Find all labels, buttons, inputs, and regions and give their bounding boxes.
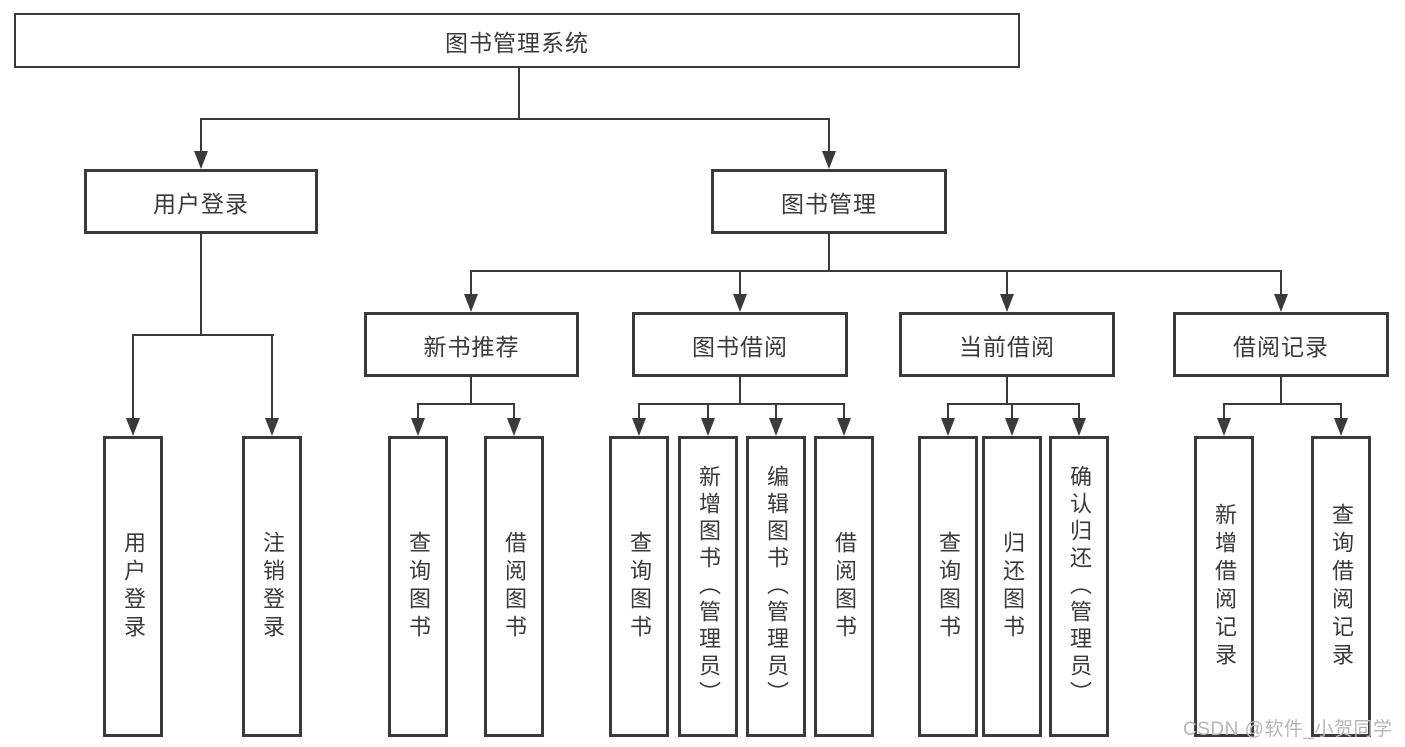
node-book-borrowing: 图书借阅 bbox=[632, 312, 848, 377]
connector bbox=[271, 334, 273, 426]
connector bbox=[1006, 376, 1008, 405]
node-borrowing-records-label: 借阅记录 bbox=[1233, 333, 1329, 360]
leaf-newbook-query-books-label: 查询图书 bbox=[406, 530, 431, 643]
connector bbox=[707, 403, 709, 426]
leaf-newbook-borrow-books: 借阅图书 bbox=[484, 436, 544, 737]
connector bbox=[417, 403, 419, 426]
node-book-management: 图书管理 bbox=[711, 169, 947, 234]
leaf-logout: 注销登录 bbox=[242, 436, 302, 737]
connector bbox=[843, 403, 845, 426]
leaf-user-login: 用户登录 bbox=[103, 436, 163, 737]
arrow-down-icon bbox=[701, 418, 715, 436]
arrow-down-icon bbox=[837, 418, 851, 436]
arrow-down-icon bbox=[1005, 418, 1019, 436]
arrow-down-icon bbox=[822, 151, 836, 169]
node-borrowing-records: 借阅记录 bbox=[1173, 312, 1389, 377]
connector bbox=[133, 334, 274, 336]
connector bbox=[471, 270, 1282, 272]
connector bbox=[200, 118, 202, 157]
leaf-records-add-record: 新增借阅记录 bbox=[1194, 436, 1254, 737]
connector bbox=[638, 403, 640, 426]
connector bbox=[947, 403, 949, 426]
leaf-user-login-label: 用户登录 bbox=[121, 530, 146, 643]
csdn-watermark: CSDN @软件_小贺同学 bbox=[1183, 719, 1393, 740]
leaf-records-query-record-label: 查询借阅记录 bbox=[1329, 502, 1354, 671]
node-book-management-label: 图书管理 bbox=[781, 190, 877, 217]
connector bbox=[518, 67, 520, 119]
connector bbox=[828, 118, 830, 157]
leaf-borrow-query-books: 查询图书 bbox=[609, 436, 669, 737]
connector bbox=[1011, 403, 1013, 426]
connector bbox=[639, 403, 845, 405]
node-current-borrowing: 当前借阅 bbox=[899, 312, 1115, 377]
connector bbox=[1340, 403, 1342, 426]
arrow-down-icon bbox=[1000, 294, 1014, 312]
connector bbox=[948, 403, 1080, 405]
leaf-current-return-books-label: 归还图书 bbox=[1000, 530, 1025, 643]
node-new-book-recommend: 新书推荐 bbox=[364, 312, 579, 377]
connector bbox=[418, 403, 515, 405]
leaf-borrow-borrow-books: 借阅图书 bbox=[814, 436, 874, 737]
arrow-down-icon bbox=[1217, 418, 1231, 436]
node-current-borrowing-label: 当前借阅 bbox=[959, 333, 1055, 360]
arrow-down-icon bbox=[733, 294, 747, 312]
connector bbox=[513, 403, 515, 426]
connector bbox=[1280, 270, 1282, 300]
node-book-borrowing-label: 图书借阅 bbox=[692, 333, 788, 360]
connector bbox=[1006, 270, 1008, 300]
arrow-down-icon bbox=[265, 418, 279, 436]
arrow-down-icon bbox=[507, 418, 521, 436]
leaf-current-return-books: 归还图书 bbox=[982, 436, 1042, 737]
arrow-down-icon bbox=[464, 294, 478, 312]
leaf-records-add-record-label: 新增借阅记录 bbox=[1212, 502, 1237, 671]
leaf-borrow-borrow-books-label: 借阅图书 bbox=[832, 530, 857, 643]
connector bbox=[1078, 403, 1080, 426]
leaf-borrow-edit-books-admin-label: 编辑图书（管理员） bbox=[764, 465, 789, 708]
node-new-book-recommend-label: 新书推荐 bbox=[423, 333, 520, 360]
arrow-down-icon bbox=[1072, 418, 1086, 436]
leaf-borrow-add-books-admin: 新增图书（管理员） bbox=[678, 436, 738, 737]
leaf-current-confirm-return-admin: 确认归还（管理员） bbox=[1049, 436, 1109, 737]
leaf-borrow-query-books-label: 查询图书 bbox=[627, 530, 652, 643]
leaf-borrow-edit-books-admin: 编辑图书（管理员） bbox=[746, 436, 806, 737]
arrow-down-icon bbox=[194, 151, 208, 169]
connector bbox=[775, 403, 777, 426]
arrow-down-icon bbox=[126, 418, 140, 436]
connector bbox=[739, 376, 741, 405]
arrow-down-icon bbox=[1334, 418, 1348, 436]
arrow-down-icon bbox=[411, 418, 425, 436]
node-user-login-label: 用户登录 bbox=[153, 190, 249, 217]
leaf-logout-label: 注销登录 bbox=[260, 530, 285, 643]
leaf-newbook-query-books: 查询图书 bbox=[388, 436, 448, 737]
arrow-down-icon bbox=[1274, 294, 1288, 312]
arrow-down-icon bbox=[941, 418, 955, 436]
connector bbox=[1280, 376, 1282, 405]
leaf-current-query-books: 查询图书 bbox=[918, 436, 978, 737]
connector bbox=[828, 233, 830, 272]
connector bbox=[470, 270, 472, 300]
arrow-down-icon bbox=[632, 418, 646, 436]
leaf-newbook-borrow-books-label: 借阅图书 bbox=[502, 530, 527, 643]
node-user-login: 用户登录 bbox=[84, 169, 318, 234]
connector bbox=[132, 334, 134, 426]
node-root-label: 图书管理系统 bbox=[445, 29, 589, 56]
connector bbox=[1224, 403, 1341, 405]
connector bbox=[201, 118, 830, 120]
leaf-current-query-books-label: 查询图书 bbox=[936, 530, 961, 643]
leaf-current-confirm-return-admin-label: 确认归还（管理员） bbox=[1067, 465, 1092, 708]
connector bbox=[470, 376, 472, 405]
node-root: 图书管理系统 bbox=[14, 13, 1020, 68]
leaf-records-query-record: 查询借阅记录 bbox=[1311, 436, 1371, 737]
leaf-borrow-add-books-admin-label: 新增图书（管理员） bbox=[696, 465, 721, 708]
connector bbox=[739, 270, 741, 300]
arrow-down-icon bbox=[769, 418, 783, 436]
connector bbox=[200, 233, 202, 336]
connector bbox=[1223, 403, 1225, 426]
